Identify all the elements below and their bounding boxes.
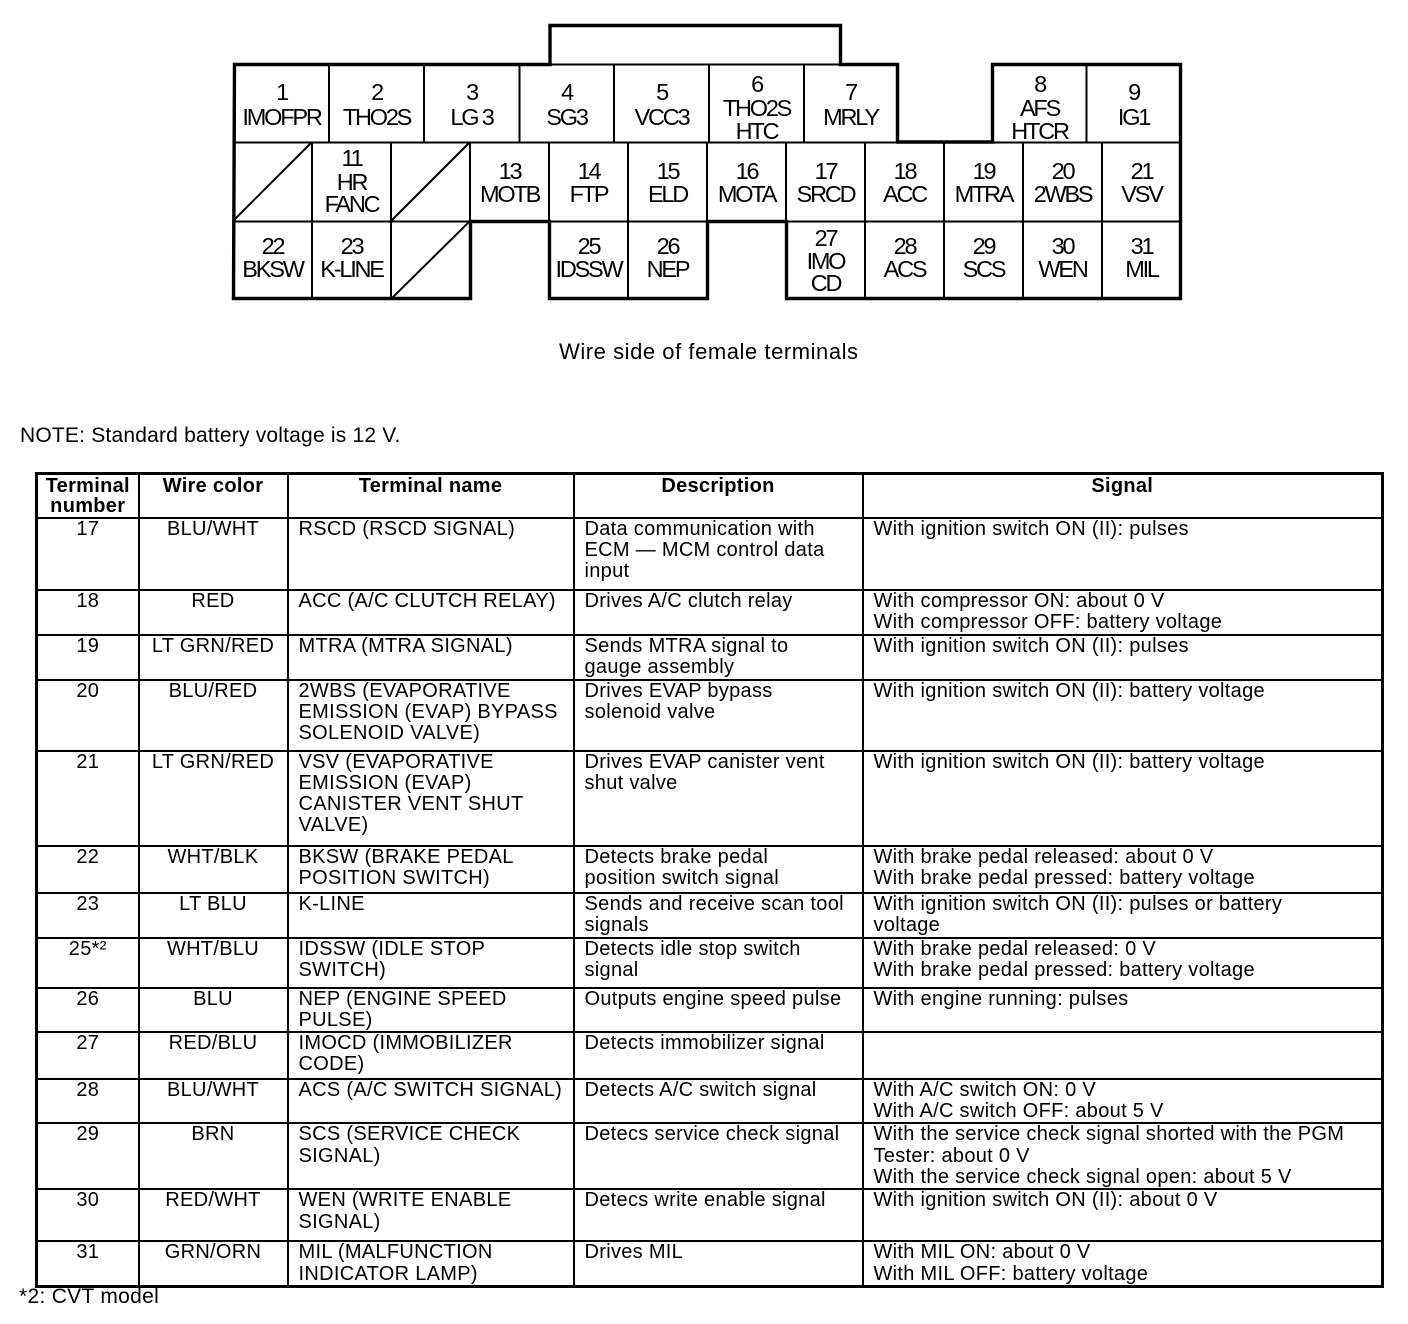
- svg-text:IDSSW: IDSSW: [555, 256, 624, 282]
- svg-text:BKSW: BKSW: [242, 256, 305, 282]
- svg-text:K-LINE: K-LINE: [320, 256, 384, 282]
- svg-text:HTCR: HTCR: [1011, 118, 1069, 144]
- svg-text:HTC: HTC: [736, 118, 780, 144]
- svg-text:ACS: ACS: [884, 256, 927, 282]
- svg-text:ACC: ACC: [883, 181, 928, 207]
- svg-text:18: 18: [894, 158, 918, 184]
- svg-text:VSV: VSV: [1121, 181, 1164, 207]
- svg-text:IMO: IMO: [807, 248, 847, 274]
- svg-text:27: 27: [815, 225, 838, 251]
- svg-text:AFS: AFS: [1020, 95, 1061, 121]
- svg-text:28: 28: [894, 233, 918, 259]
- svg-text:CD: CD: [811, 270, 842, 296]
- svg-text:MRLY: MRLY: [823, 104, 880, 130]
- svg-text:7: 7: [845, 79, 857, 105]
- svg-text:IMOFPR: IMOFPR: [242, 104, 321, 130]
- svg-text:20: 20: [1052, 158, 1076, 184]
- svg-text:26: 26: [657, 233, 681, 259]
- svg-text:WEN: WEN: [1038, 256, 1087, 282]
- svg-text:FANC: FANC: [325, 191, 381, 217]
- svg-text:VCC3: VCC3: [635, 104, 691, 130]
- svg-text:29: 29: [973, 233, 996, 259]
- svg-text:25: 25: [578, 233, 602, 259]
- svg-text:22: 22: [262, 233, 285, 259]
- svg-text:23: 23: [341, 233, 365, 259]
- svg-text:17: 17: [815, 158, 838, 184]
- svg-text:6: 6: [751, 71, 764, 97]
- svg-text:13: 13: [499, 158, 523, 184]
- svg-text:SRCD: SRCD: [797, 181, 856, 207]
- svg-text:SCS: SCS: [963, 256, 1006, 282]
- svg-text:31: 31: [1131, 233, 1154, 259]
- svg-text:21: 21: [1131, 158, 1154, 184]
- svg-text:8: 8: [1034, 71, 1047, 97]
- svg-text:1: 1: [276, 79, 288, 105]
- svg-text:15: 15: [657, 158, 681, 184]
- svg-text:ELD: ELD: [648, 181, 688, 207]
- svg-text:16: 16: [736, 158, 760, 184]
- svg-text:MOTB: MOTB: [480, 181, 541, 207]
- svg-text:30: 30: [1052, 233, 1076, 259]
- svg-text:HR: HR: [337, 169, 368, 195]
- svg-text:19: 19: [973, 158, 996, 184]
- svg-text:5: 5: [656, 79, 669, 105]
- svg-text:4: 4: [561, 79, 574, 105]
- svg-text:IG1: IG1: [1118, 104, 1150, 130]
- svg-text:14: 14: [578, 158, 602, 184]
- svg-text:THO2S: THO2S: [343, 104, 412, 130]
- svg-text:MOTA: MOTA: [718, 181, 778, 207]
- svg-text:2WBS: 2WBS: [1034, 181, 1093, 207]
- svg-text:MTRA: MTRA: [955, 181, 1015, 207]
- svg-text:FTP: FTP: [570, 181, 609, 207]
- svg-text:2: 2: [371, 79, 383, 105]
- svg-text:MIL: MIL: [1125, 256, 1160, 282]
- svg-text:SG3: SG3: [546, 104, 589, 130]
- svg-text:3: 3: [466, 79, 479, 105]
- svg-text:9: 9: [1128, 79, 1140, 105]
- svg-text:NEP: NEP: [647, 256, 690, 282]
- svg-text:LG 3: LG 3: [450, 104, 494, 130]
- svg-text:11: 11: [342, 145, 363, 171]
- svg-text:THO2S: THO2S: [723, 95, 792, 121]
